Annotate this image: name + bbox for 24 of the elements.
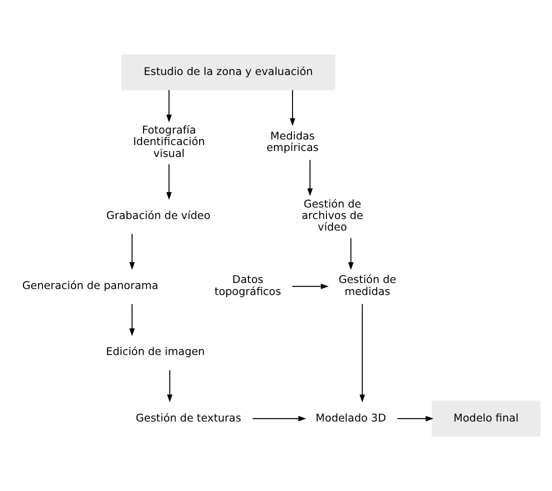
arrow — [166, 90, 172, 122]
node-text: Grabación de vídeo — [106, 209, 210, 222]
arrow — [129, 304, 135, 336]
node-text: Edición de imagen — [106, 345, 205, 358]
node-text: Datos topográficos — [214, 273, 282, 298]
node-box: Estudio de la zona y evaluación — [121, 54, 336, 90]
arrow — [360, 303, 366, 402]
node-text: Gestión de medidas — [338, 273, 396, 298]
arrow — [167, 370, 172, 402]
arrow — [129, 234, 135, 270]
arrow — [252, 416, 306, 422]
node-text: Fotografía Identificación visual — [133, 123, 205, 160]
node-text: Medidas empíricas — [266, 129, 319, 154]
node-text: Gestión de texturas — [136, 411, 242, 424]
arrow — [290, 90, 296, 126]
arrow — [292, 284, 329, 290]
arrow — [307, 159, 313, 196]
node-box: Modelo final — [432, 400, 541, 437]
node-text: Modelado 3D — [316, 411, 386, 424]
node-text: Generación de panorama — [22, 279, 158, 292]
arrow — [348, 238, 354, 270]
arrow — [396, 416, 434, 422]
node-text: Gestión de archivos de vídeo — [302, 197, 364, 234]
arrow — [166, 164, 172, 200]
